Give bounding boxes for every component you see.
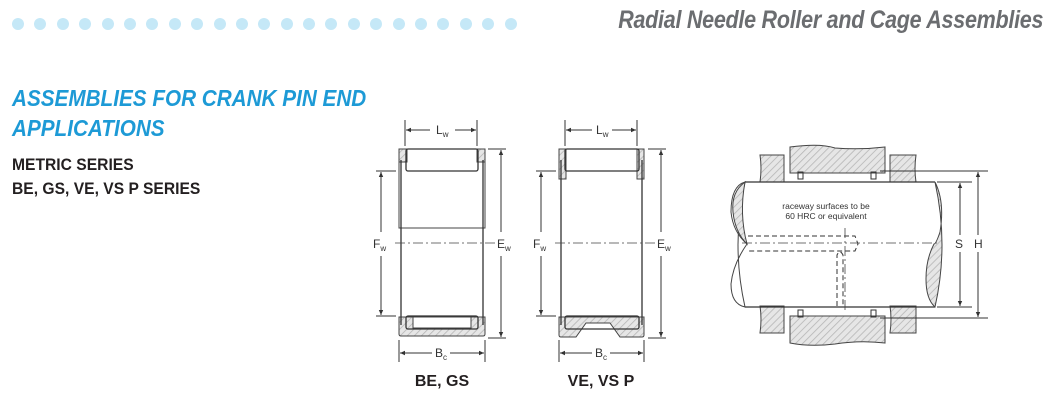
decorative-dot xyxy=(258,18,271,30)
subheading-series-list: BE, GS, VE, VS P SERIES xyxy=(12,179,201,198)
decorative-dot xyxy=(123,18,136,30)
decorative-dot xyxy=(370,18,383,30)
decorative-dot xyxy=(347,18,360,30)
decorative-dot xyxy=(280,18,293,30)
decorative-dot xyxy=(482,18,495,30)
svg-text:Lw: Lw xyxy=(596,123,609,139)
decorative-dot xyxy=(101,18,114,30)
decorative-dot xyxy=(325,18,338,30)
decorative-dot xyxy=(392,18,405,30)
section-heading-line1: ASSEMBLIES FOR CRANK PIN END xyxy=(12,85,367,111)
decorative-dot xyxy=(146,18,159,30)
decorative-dot xyxy=(79,18,92,30)
hardness-note-line2: 60 HRC or equivalent xyxy=(785,211,867,221)
svg-text:Fw: Fw xyxy=(373,237,386,253)
decorative-dot xyxy=(168,18,181,30)
decorative-dot xyxy=(191,18,204,30)
be-gs-drawing: Lw Fw Ew Bc BE, GS xyxy=(373,120,511,390)
crank-pin-mounting-drawing: S H raceway surfaces to be 60 HRC or equ… xyxy=(730,144,988,346)
section-subheading: METRIC SERIES BE, GS, VE, VS P SERIES xyxy=(12,153,200,201)
subheading-metric-series: METRIC SERIES xyxy=(12,155,134,174)
decorative-dot-row xyxy=(12,18,517,30)
decorative-dot xyxy=(415,18,428,30)
decorative-dot xyxy=(303,18,316,30)
svg-text:Ew: Ew xyxy=(657,237,671,253)
decorative-dot xyxy=(56,18,69,30)
dimension-h-label: H xyxy=(974,237,983,251)
section-heading: ASSEMBLIES FOR CRANK PIN END APPLICATION… xyxy=(12,83,366,143)
decorative-dot xyxy=(437,18,450,30)
decorative-dot xyxy=(235,18,248,30)
dimension-s-label: S xyxy=(955,237,963,251)
page-header-title: Radial Needle Roller and Cage Assemblies xyxy=(617,6,1043,34)
hardness-note-line1: raceway surfaces to be xyxy=(782,201,870,211)
decorative-dot xyxy=(12,18,24,30)
ve-vsp-drawing: Lw Fw Ew Bc VE, VS P xyxy=(533,120,671,390)
svg-text:Fw: Fw xyxy=(533,237,546,253)
decorative-dot xyxy=(34,18,47,30)
decorative-dot xyxy=(459,18,472,30)
be-gs-caption: BE, GS xyxy=(415,373,470,390)
svg-text:Bc: Bc xyxy=(595,346,607,362)
decorative-dot xyxy=(504,18,517,30)
svg-text:Ew: Ew xyxy=(497,237,511,253)
svg-text:Lw: Lw xyxy=(436,123,449,139)
decorative-dot xyxy=(213,18,226,30)
section-heading-line2: APPLICATIONS xyxy=(12,115,165,141)
svg-text:Bc: Bc xyxy=(435,346,447,362)
ve-vsp-caption: VE, VS P xyxy=(568,373,635,390)
